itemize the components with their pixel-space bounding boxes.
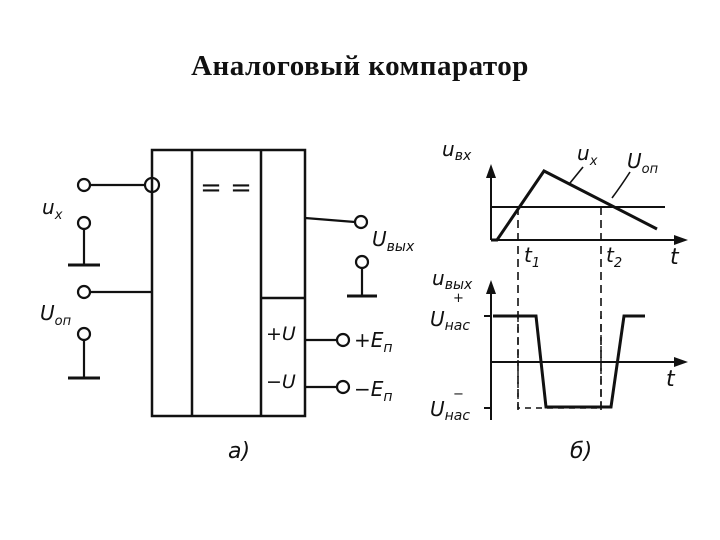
power-plus-source-label: +Eп — [354, 328, 393, 356]
signal-input-label: ux — [42, 195, 63, 223]
power-minus-pin-label: −U — [266, 371, 296, 393]
sat-pos-sign: + — [453, 291, 464, 306]
timing-diagram-caption: б) — [570, 439, 592, 464]
top-y-axis-label: uвх — [442, 137, 472, 164]
bottom-y-axis-label: uвых — [432, 266, 473, 293]
block-diagram: = = ux Uоп — [40, 148, 415, 464]
sat-pos-label: Uнас — [430, 307, 470, 334]
power-plus: +U +Eп — [266, 323, 393, 356]
bottom-x-axis-label: t — [666, 367, 676, 392]
output-waveform — [493, 314, 645, 409]
comparator-body — [150, 148, 307, 418]
slide-title: Аналоговый компаратор — [191, 50, 529, 82]
reference-input: Uоп — [40, 284, 152, 380]
signal-label: ux — [577, 141, 598, 169]
signal-waveform — [491, 169, 658, 242]
sat-neg-sign: − — [453, 387, 464, 402]
power-minus-source-label: −Eп — [354, 377, 393, 405]
timing-diagram: uвх t ux Uоп t1 t2 uвых t + U — [430, 137, 688, 464]
t2-label: t2 — [606, 243, 622, 271]
power-minus: −U −Eп — [266, 371, 393, 405]
bottom-y-arrow — [486, 280, 496, 294]
block-diagram-caption: а) — [228, 439, 250, 464]
power-plus-pin-label: +U — [266, 323, 296, 345]
comparator-symbol: = = — [200, 173, 252, 203]
output-label: Uвых — [372, 227, 415, 255]
output-terminal: Uвых — [304, 214, 415, 298]
reference-label: Uоп — [627, 149, 659, 177]
top-x-arrow — [674, 235, 688, 245]
bottom-x-arrow — [674, 357, 688, 367]
inverting-input-marker — [143, 176, 161, 194]
t1-label: t1 — [524, 243, 540, 271]
reference-input-label: Uоп — [40, 301, 72, 329]
top-x-axis-label: t — [670, 245, 680, 270]
top-y-arrow — [486, 164, 496, 178]
sat-neg-label: Uнас — [430, 397, 470, 424]
signal-input: ux — [42, 176, 161, 267]
